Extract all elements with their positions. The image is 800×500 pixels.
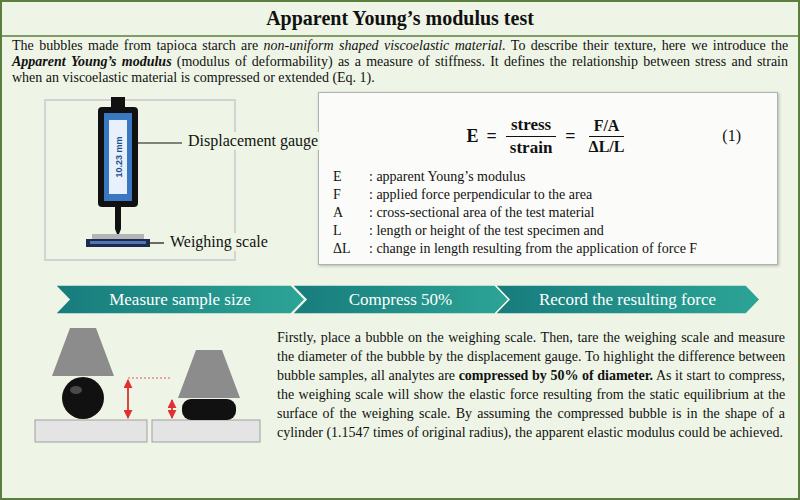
leader-line xyxy=(138,142,182,143)
bubble-sphere xyxy=(62,377,104,419)
equation-term: = xyxy=(565,126,575,147)
method-paragraph: Firstly, place a bubble on the weighing … xyxy=(277,328,785,442)
emphasis: diameter. xyxy=(597,368,653,383)
gauge-panel xyxy=(104,113,132,201)
symbol: L xyxy=(333,223,342,239)
part-label: Weighing scale xyxy=(168,233,270,251)
emphasis: Young’s xyxy=(71,54,117,69)
fraction: stressstrain xyxy=(505,115,558,158)
scale-plate xyxy=(92,234,144,239)
denominator: strain xyxy=(505,137,558,158)
definition: : applied force perpendicular to the are… xyxy=(369,187,592,203)
fraction: F/AΔL/L xyxy=(584,117,630,156)
step-label: Compress 50% xyxy=(349,290,452,310)
emphasis: of xyxy=(582,368,594,383)
process-chevron: Record the resulting force xyxy=(495,285,760,314)
gauge-reading: 10.23 mm xyxy=(113,136,123,177)
gauge-tip xyxy=(115,229,121,234)
definition: : length or height of the test specimen … xyxy=(369,223,604,239)
step-label: Measure sample size xyxy=(109,290,251,310)
process-chevron: Compress 50% xyxy=(292,285,509,314)
formula-box: E = stressstrain = F/AΔL/L (1) E : apparent You… xyxy=(318,92,778,265)
definition: : apparent Young’s modulus xyxy=(369,169,525,185)
definition: : change in length resulting from the ap… xyxy=(369,241,697,257)
equation-number: (1) xyxy=(722,127,741,145)
part-label: Displacement gauge xyxy=(186,132,320,150)
definition: : cross-sectional area of the test mater… xyxy=(369,205,594,221)
numerator: stress xyxy=(506,115,556,137)
symbol: F xyxy=(333,187,341,203)
bubble-compressed xyxy=(182,399,236,420)
equation-term: E xyxy=(467,126,479,147)
symbol: ΔL xyxy=(333,241,351,257)
scale-stripe xyxy=(90,241,146,244)
emphasis: viscoelastic xyxy=(384,38,449,53)
height-arrow xyxy=(171,400,173,418)
emphasis: Apparent xyxy=(12,54,66,69)
bubble-highlight xyxy=(70,386,82,394)
gauge-display xyxy=(109,120,127,194)
leader-line xyxy=(150,242,164,243)
gauge-body xyxy=(98,107,138,207)
emphasis: material. xyxy=(455,38,506,53)
denominator: ΔL/L xyxy=(584,137,630,156)
presser xyxy=(178,350,240,398)
presser xyxy=(52,328,114,376)
dotted-guide xyxy=(128,377,172,379)
gauge-rod xyxy=(115,207,121,229)
chevron-fill xyxy=(55,285,305,314)
scale-body xyxy=(86,239,150,247)
emphasis: 50% xyxy=(550,368,578,383)
numerator: F/A xyxy=(589,117,625,137)
equation-term: = xyxy=(487,126,497,147)
process-chevron: Measure sample size xyxy=(55,285,305,314)
emphasis: non-uniform xyxy=(264,38,334,53)
emphasis: compressed xyxy=(459,368,529,383)
equation: E = stressstrain = F/AΔL/L xyxy=(319,115,777,158)
title-rule xyxy=(0,35,800,37)
intro-paragraph: The bubbles made from tapioca starch are… xyxy=(12,38,788,86)
symbol: A xyxy=(333,205,343,221)
height-arrow xyxy=(127,380,129,418)
base-block xyxy=(152,420,260,442)
title: Apparent Young’s modulus test xyxy=(0,7,800,30)
emphasis: modulus xyxy=(122,54,172,69)
base-block xyxy=(35,420,147,442)
emphasis: shaped xyxy=(339,38,379,53)
emphasis: by xyxy=(532,368,547,383)
symbol: E xyxy=(333,169,342,185)
chevron-fill xyxy=(292,285,509,314)
step-label: Record the resulting force xyxy=(539,290,716,310)
chevron-fill xyxy=(495,285,760,314)
